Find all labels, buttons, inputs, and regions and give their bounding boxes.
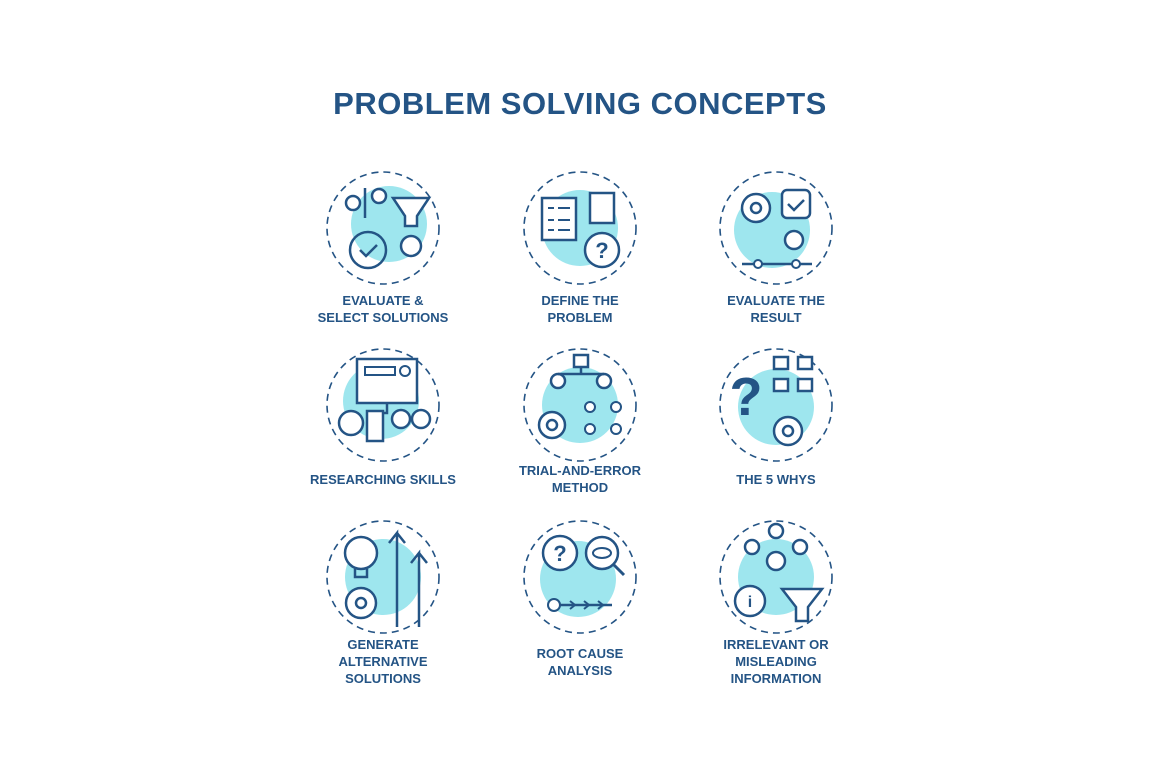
concept-label: EVALUATE THE RESULT xyxy=(727,293,825,325)
monitor-search-icon xyxy=(326,348,440,462)
checklist-question-icon: ? xyxy=(523,171,637,285)
question-eye-icon: ? xyxy=(523,520,637,634)
svg-text:?: ? xyxy=(595,238,608,263)
concept-label: EVALUATE & SELECT SOLUTIONS xyxy=(317,293,449,325)
concept-label: RESEARCHING SKILLS xyxy=(310,472,456,487)
page-title: PROBLEM SOLVING CONCEPTS xyxy=(333,86,827,121)
concept-label: GENERATE ALTERNATIVE SOLUTIONS xyxy=(338,637,428,686)
info-funnel-icon: i xyxy=(719,520,833,634)
lightbulb-funnel-check-icon xyxy=(326,171,440,285)
concept-label: IRRELEVANT OR MISLEADING INFORMATION xyxy=(723,637,829,686)
concept-label: THE 5 WHYS xyxy=(736,472,816,487)
flowchart-gears-icon xyxy=(523,348,637,462)
concept-label: DEFINE THE PROBLEM xyxy=(541,293,619,325)
target-award-icon xyxy=(719,171,833,285)
lightbulb-arrows-icon xyxy=(326,520,440,634)
svg-text:i: i xyxy=(748,594,752,611)
question-flowchart-icon: ? xyxy=(719,348,833,462)
svg-text:?: ? xyxy=(553,541,566,566)
concept-label: TRIAL-AND-ERROR METHOD xyxy=(518,463,642,495)
concept-label: ROOT CAUSE ANALYSIS xyxy=(536,646,624,678)
svg-text:?: ? xyxy=(730,367,763,427)
